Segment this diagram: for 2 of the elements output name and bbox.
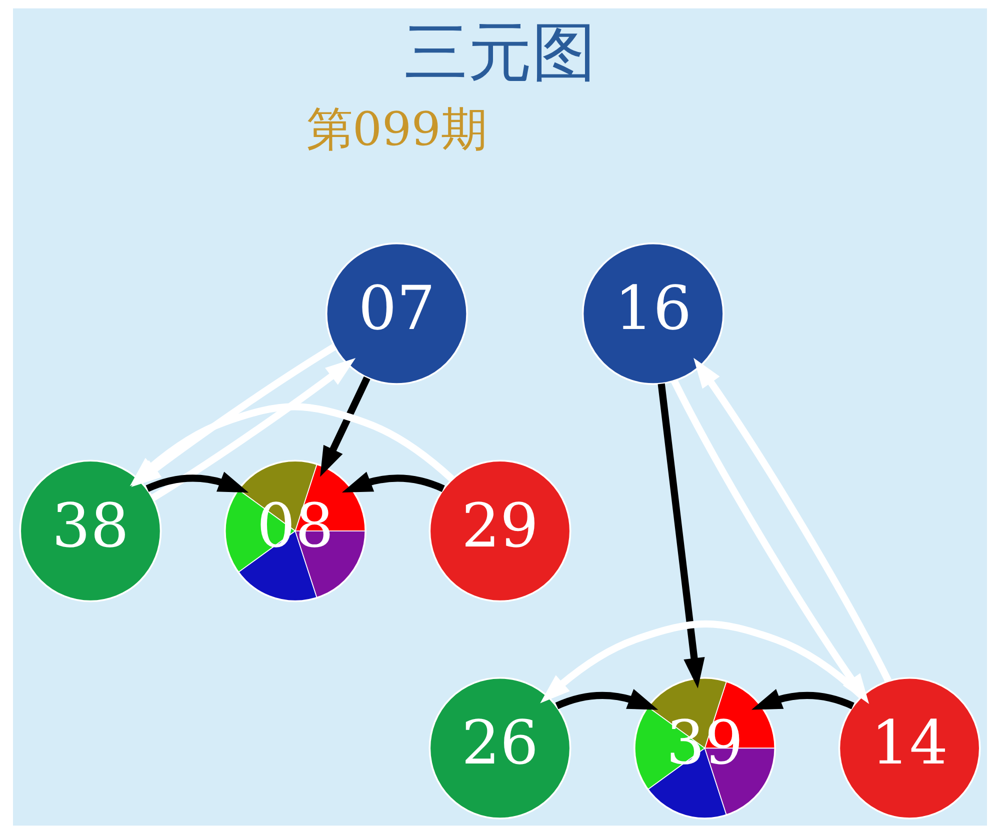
label: 第099期 xyxy=(306,102,487,156)
diagram-title: 三元图 xyxy=(404,16,596,90)
